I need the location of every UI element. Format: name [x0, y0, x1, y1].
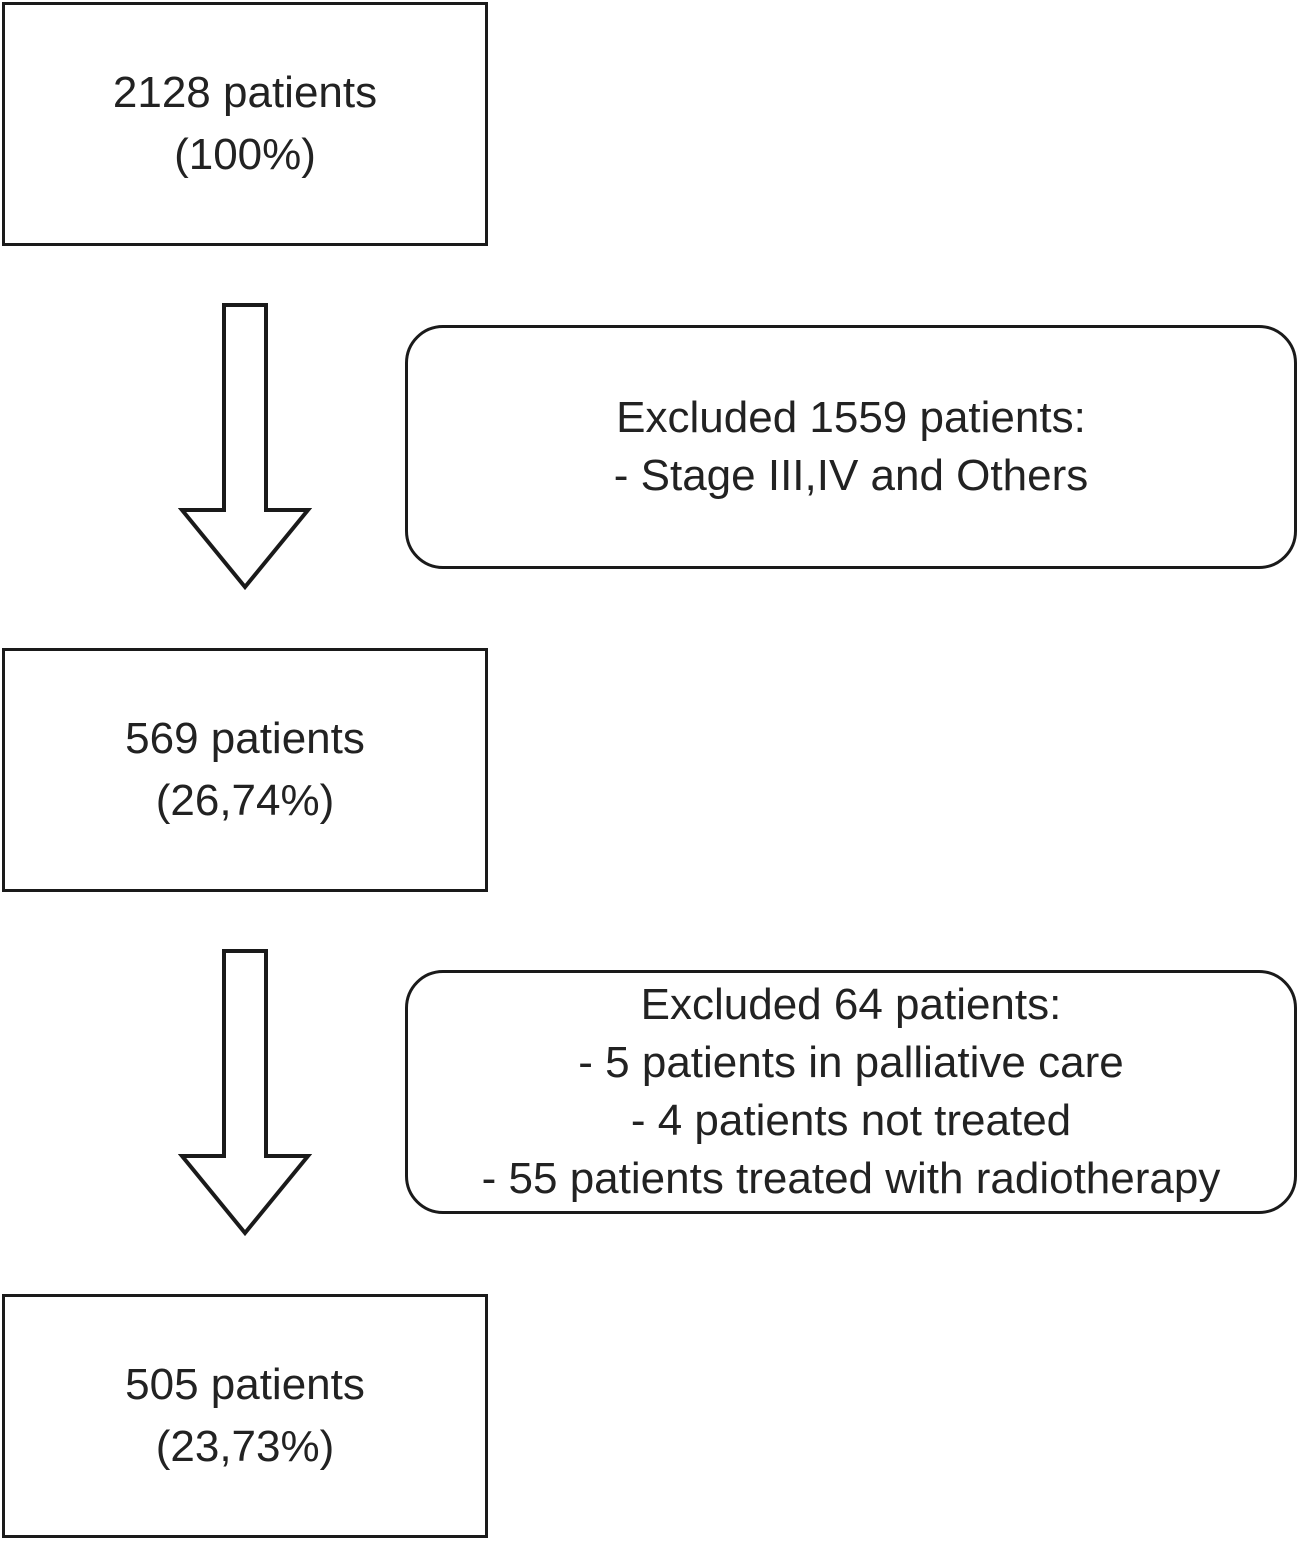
exclusion-item: - 4 patients not treated — [630, 1096, 1072, 1145]
stage-count: 2128 patients — [112, 68, 378, 117]
stage-percent: (23,73%) — [155, 1422, 335, 1471]
stage-count: 505 patients — [125, 1360, 365, 1409]
exclusion-item: - 55 patients treated with radiotherapy — [481, 1154, 1221, 1203]
stage-percent: (100%) — [174, 130, 316, 179]
exclusion-box-1: Excluded 1559 patients: - Stage III,IV a… — [405, 325, 1297, 569]
stage-percent: (26,74%) — [155, 776, 335, 825]
exclusion-title: Excluded 1559 patients: — [616, 393, 1086, 442]
stage-box-2: 569 patients (26,74%) — [2, 648, 488, 892]
down-arrow-icon — [178, 949, 312, 1237]
exclusion-box-2: Excluded 64 patients: - 5 patients in pa… — [405, 970, 1297, 1214]
exclusion-title: Excluded 64 patients: — [640, 980, 1062, 1029]
stage-count: 569 patients — [125, 714, 365, 763]
exclusion-item: - 5 patients in palliative care — [578, 1038, 1124, 1087]
stage-box-1: 2128 patients (100%) — [2, 2, 488, 246]
stage-box-3: 505 patients (23,73%) — [2, 1294, 488, 1538]
exclusion-item: - Stage III,IV and Others — [613, 451, 1089, 500]
down-arrow-icon — [178, 303, 312, 591]
